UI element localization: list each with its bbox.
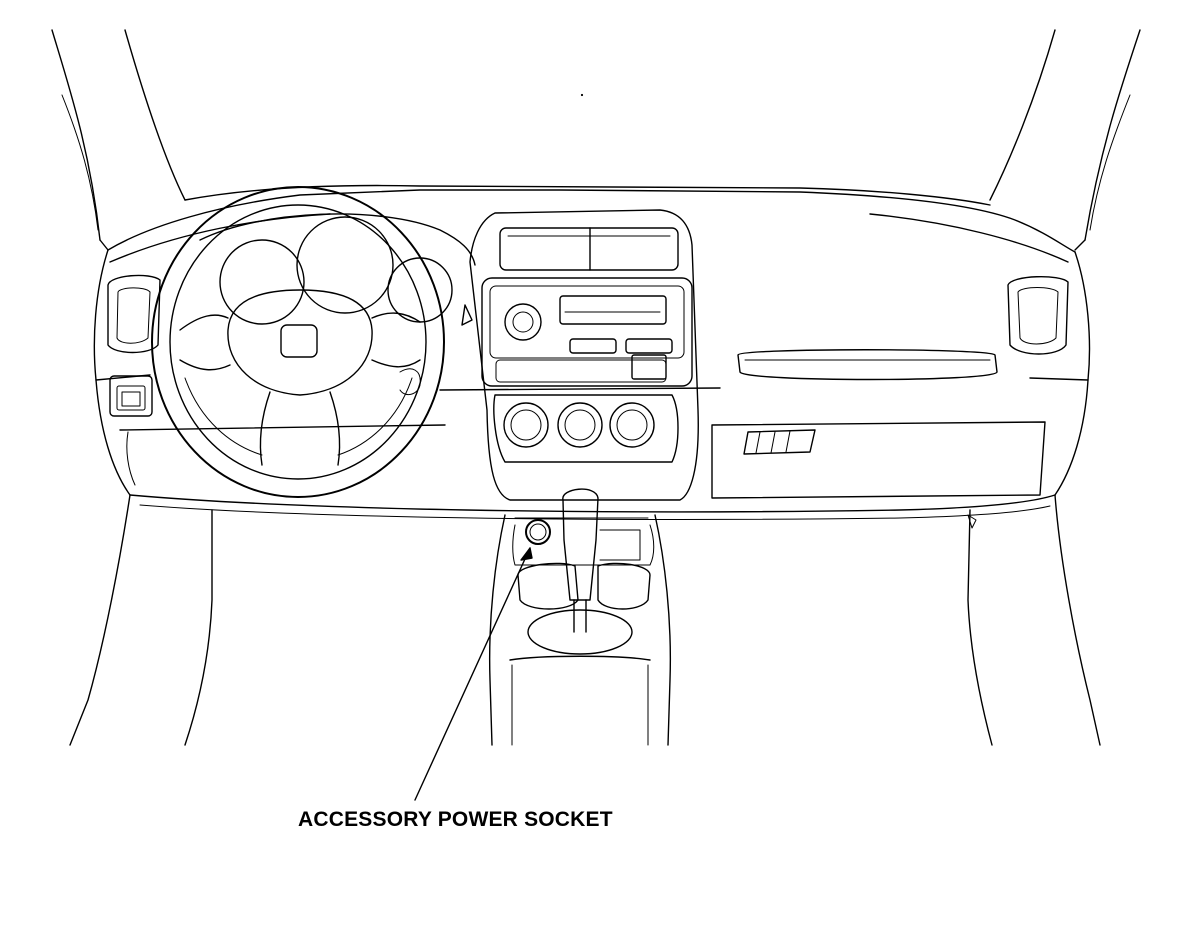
right-floor-panel bbox=[967, 494, 1101, 746]
right-air-vent bbox=[1007, 275, 1069, 355]
passenger-dash-trim bbox=[737, 349, 998, 381]
center-console bbox=[488, 514, 672, 746]
left-a-pillar bbox=[51, 29, 186, 251]
dashboard-lower-edge bbox=[119, 387, 1056, 520]
steering-wheel bbox=[151, 186, 445, 498]
dashboard-left-end bbox=[93, 249, 151, 496]
callout-label-accessory-power-socket: ACCESSORY POWER SOCKET bbox=[298, 808, 613, 831]
left-floor-panel bbox=[69, 494, 213, 746]
left-air-vent bbox=[107, 274, 161, 354]
right-a-pillar bbox=[989, 29, 1141, 251]
left-switch-panel bbox=[109, 375, 153, 417]
accessory-power-socket bbox=[525, 519, 551, 545]
gear-shifter bbox=[562, 488, 599, 633]
dashboard-top bbox=[107, 184, 1076, 263]
dashboard-right-end bbox=[1029, 251, 1091, 496]
speck bbox=[580, 93, 584, 97]
instrument-cluster bbox=[199, 213, 476, 326]
center-stack bbox=[469, 209, 699, 501]
callout-leader-line bbox=[414, 547, 533, 801]
glove-box bbox=[711, 421, 1046, 499]
